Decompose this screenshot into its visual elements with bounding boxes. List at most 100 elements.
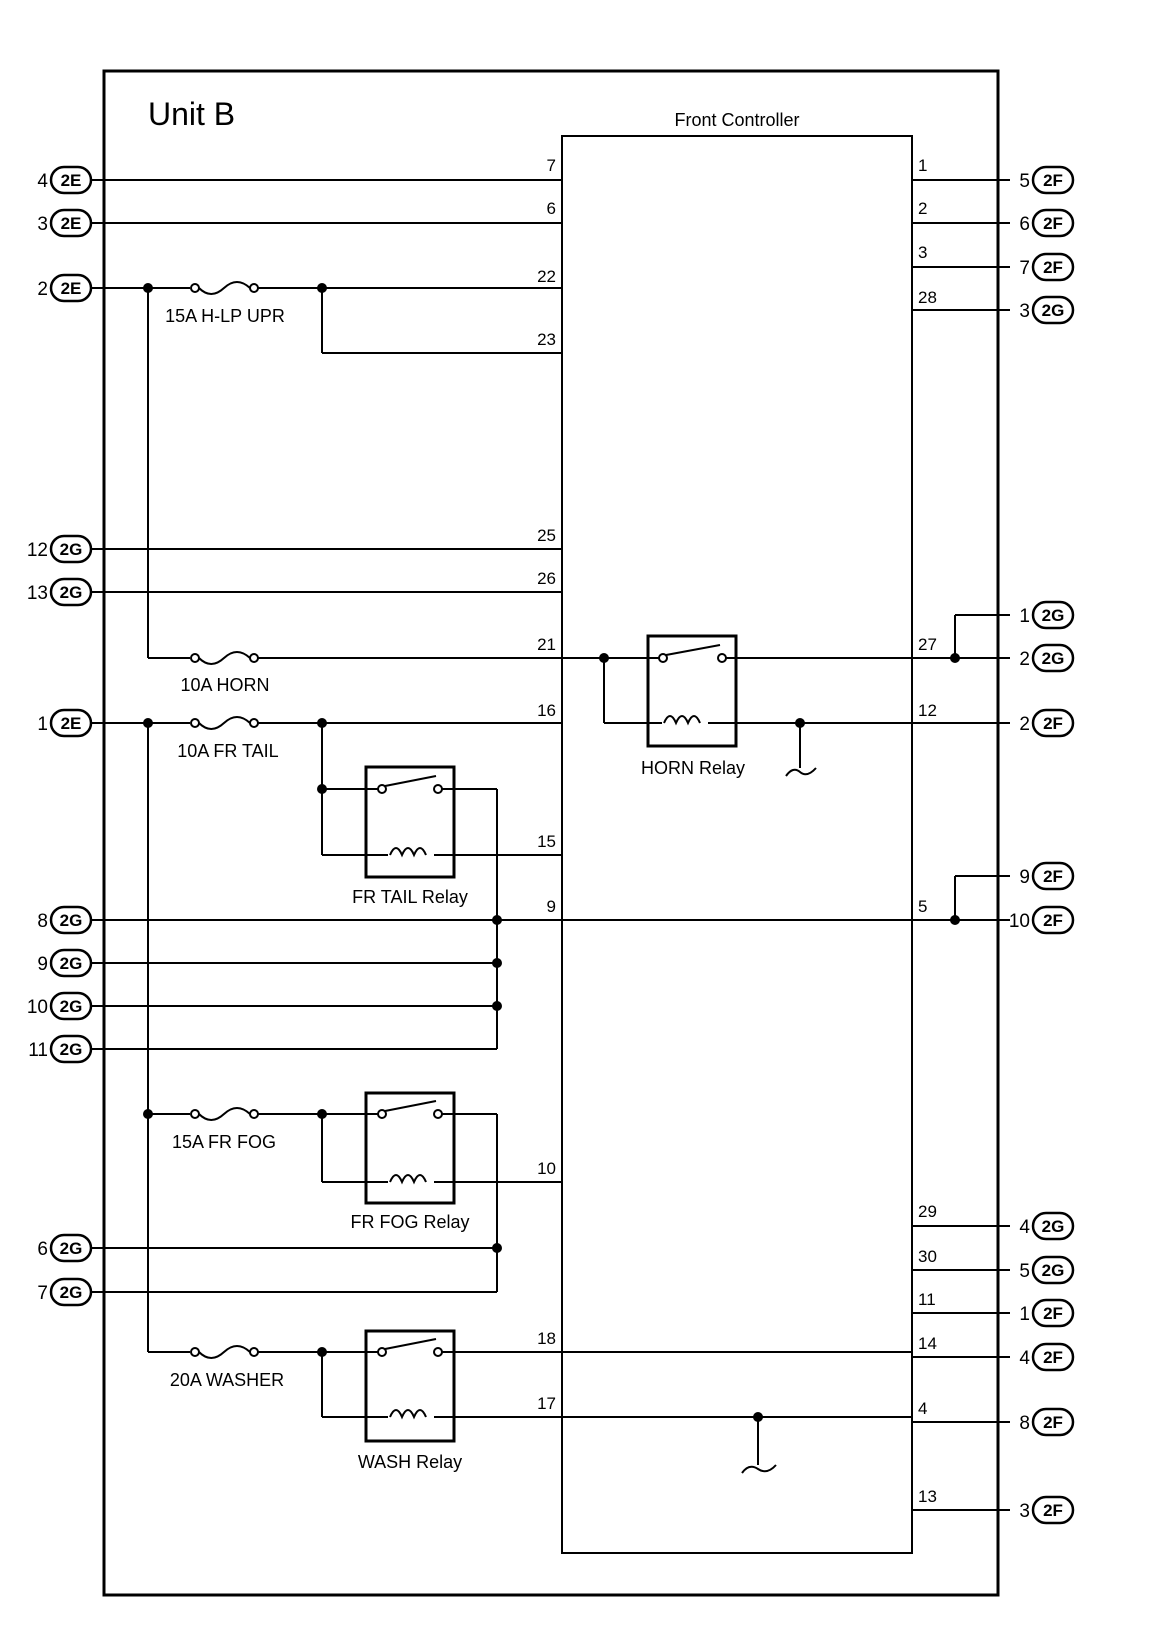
connector-pin: 11: [28, 1040, 48, 1061]
connector-pin: 6: [1019, 214, 1030, 235]
relay-switch-icon: [377, 775, 443, 858]
connector-pin: 10: [27, 997, 48, 1018]
connector-code: 2G: [1042, 301, 1065, 320]
connector-badge: [1031, 861, 1075, 891]
controller-pin: 5: [918, 897, 927, 916]
fuse-icon: [190, 1107, 259, 1121]
connector-right-6-2F: 2F6: [1019, 208, 1075, 238]
fr-tail-relay-box: [364, 765, 456, 879]
connector-badge: [49, 577, 93, 607]
connector-right-5-2F: 2F5: [1019, 165, 1075, 195]
connector-right-2-2G: 2G 2: [1019, 643, 1075, 673]
connector-badge: [49, 1233, 93, 1263]
connector-left-1-2E: 2E 1: [37, 708, 93, 738]
connector-code: 2G: [60, 1283, 83, 1302]
connector-left-2-2E: 2E2: [37, 273, 93, 303]
connector-badge: [1031, 165, 1075, 195]
connector-badge: [1031, 295, 1075, 325]
relay-coil-icon: [663, 715, 701, 726]
horn-relay-box: [646, 634, 738, 748]
connector-code: 2F: [1043, 258, 1063, 277]
connector-pin: 1: [37, 714, 48, 735]
controller-pin: 21: [537, 635, 556, 654]
connector-code: 2F: [1043, 714, 1063, 733]
connector-pin: 6: [37, 1239, 48, 1260]
connector-pin: 3: [37, 214, 48, 235]
connector-badge: [1031, 708, 1075, 738]
connector-left-4-2E: 2E4: [37, 165, 93, 195]
connector-badge: [49, 948, 93, 978]
connector-left-3-2E: 2E 3: [37, 208, 93, 238]
connector-code: 2E: [61, 214, 82, 233]
controller-pin: 16: [537, 701, 556, 720]
connector-code: 2G: [60, 1040, 83, 1059]
connector-code: 2G: [60, 540, 83, 559]
fuse-label: 15A H-LP UPR: [165, 306, 285, 326]
connector-badge: [1031, 1495, 1075, 1525]
connector-badge: [49, 165, 93, 195]
connector-pin: 1: [1019, 1304, 1030, 1325]
fuse-icon: [190, 281, 259, 295]
connector-badge: [1031, 252, 1075, 282]
connector-right-8-2F: 2F8: [1019, 1407, 1075, 1437]
fuse-icon: [190, 651, 259, 665]
connector-badge: [49, 991, 93, 1021]
connector-code: 2G: [1042, 649, 1065, 668]
connector-badge: [1031, 1298, 1075, 1328]
connector-badge: [1031, 1342, 1075, 1372]
connector-pin: 1: [1019, 606, 1030, 627]
connector-badge: [49, 1277, 93, 1307]
controller-pin: 25: [537, 526, 556, 545]
connector-pin: 3: [1019, 301, 1030, 322]
connector-left-7-2G: 2G 7: [37, 1277, 93, 1307]
connector-pin: 4: [1019, 1348, 1030, 1369]
connector-badge: [49, 708, 93, 738]
relay-label: WASH Relay: [358, 1452, 462, 1472]
controller-pin: 30: [918, 1247, 937, 1266]
connector-right-2-2F: 2F2: [1019, 708, 1075, 738]
connector-pin: 3: [1019, 1501, 1030, 1522]
connector-pin: 7: [1019, 258, 1030, 279]
controller-pin: 29: [918, 1202, 937, 1221]
connector-pin: 12: [27, 540, 48, 561]
controller-title: Front Controller: [674, 110, 799, 130]
controller-pin: 6: [547, 199, 556, 218]
fr-fog-relay-box: [364, 1091, 456, 1205]
controller-pin: 13: [918, 1487, 937, 1506]
connector-pin: 7: [37, 1283, 48, 1304]
connector-badge: [1031, 643, 1075, 673]
relay-label: FR TAIL Relay: [352, 887, 468, 907]
controller-pin: 9: [547, 897, 556, 916]
connector-badge: [49, 208, 93, 238]
connector-code: 2F: [1043, 1413, 1063, 1432]
connector-code: 2F: [1043, 911, 1063, 930]
controller-box: [561, 135, 913, 1554]
unit-title: Unit B: [148, 96, 235, 132]
relay-switch-icon: [658, 644, 727, 726]
relay-coil-icon: [389, 1409, 427, 1420]
connector-code: 2G: [60, 911, 83, 930]
fuse-label: 10A FR TAIL: [177, 741, 278, 761]
relay-coil-icon: [389, 1174, 427, 1185]
connector-pin: 9: [37, 954, 48, 975]
connector-left-8-2G: 2G8: [37, 905, 93, 935]
controller-pin: 27: [918, 635, 937, 654]
unit-frame: [102, 69, 1000, 1597]
connector-code: 2E: [61, 171, 82, 190]
relay-label: HORN Relay: [641, 758, 745, 778]
connector-code: 2F: [1043, 171, 1063, 190]
connector-code: 2G: [60, 997, 83, 1016]
connector-badge: [1031, 208, 1075, 238]
wash-relay-box: [364, 1329, 456, 1443]
connector-code: 2E: [61, 714, 82, 733]
connector-code: 2G: [1042, 1261, 1065, 1280]
connector-pin: 2: [1019, 649, 1030, 670]
controller-pin: 4: [918, 1399, 927, 1418]
connector-code: 2G: [1042, 606, 1065, 625]
relay-switch-icon: [377, 1338, 443, 1420]
connector-left-12-2G: 2G 12: [27, 534, 93, 564]
connector-badge: [49, 905, 93, 935]
connector-code: 2F: [1043, 1304, 1063, 1323]
